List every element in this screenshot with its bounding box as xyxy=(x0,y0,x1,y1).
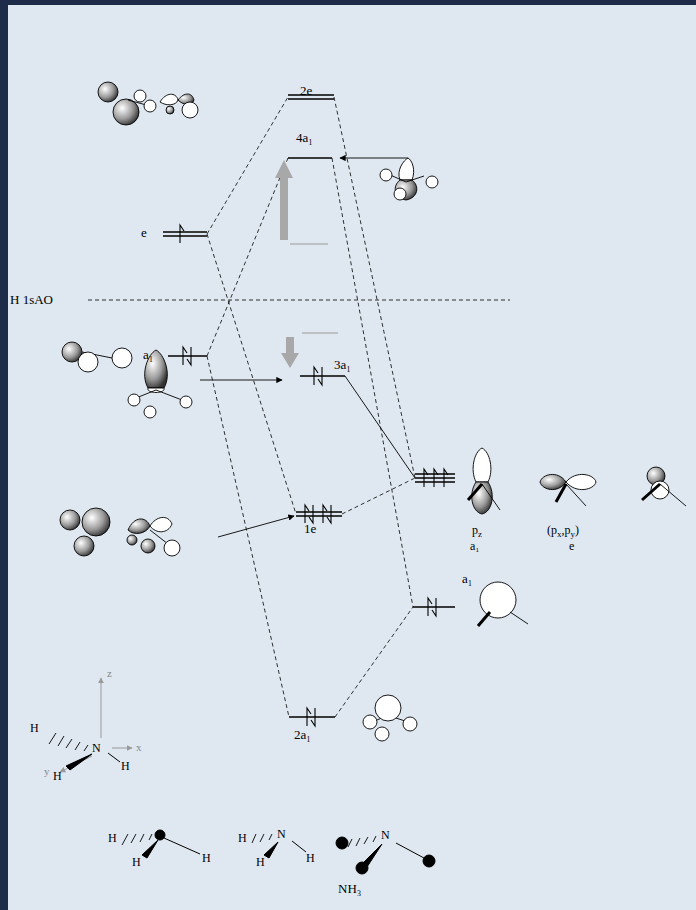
atom-label: H xyxy=(202,852,211,864)
atom-label: H xyxy=(30,722,39,734)
reference-label: H 1sAO xyxy=(10,293,53,306)
atom-label: H xyxy=(256,856,265,868)
atom-label: H xyxy=(306,852,315,864)
atom-label: H xyxy=(108,832,117,844)
atom-label: H xyxy=(121,760,130,772)
atom-label: H xyxy=(53,770,62,782)
level-label: a₁ xyxy=(143,348,153,361)
orbital-label: (p xyxy=(547,524,557,536)
atom-label: H xyxy=(238,832,247,844)
level-label: 4a₁ xyxy=(296,131,313,144)
level-label: e xyxy=(141,226,147,239)
symmetry-label: a₁ xyxy=(470,540,480,552)
level-label: 3a₁ xyxy=(334,358,351,371)
level-label: 1e xyxy=(304,522,316,535)
orbital-subscript: y xyxy=(571,530,576,539)
axis-label: x xyxy=(136,742,142,753)
symmetry-label: e xyxy=(569,540,574,552)
molecule-label: NH₃ xyxy=(338,882,361,895)
orbital-subscript: x xyxy=(557,530,562,539)
atom-label: N xyxy=(381,829,390,841)
orbital-subscript: z xyxy=(478,530,482,539)
orbital-label: ,p xyxy=(562,524,571,536)
atom-label: N xyxy=(277,828,286,840)
axis-label: z xyxy=(107,668,112,679)
atom-label: H xyxy=(132,856,141,868)
level-label: 2e xyxy=(300,84,312,97)
orbital-label: p xyxy=(472,524,478,536)
orbital-label: ) xyxy=(575,524,579,536)
level-label: a₁ xyxy=(462,572,472,585)
level-label: 2a₁ xyxy=(294,728,311,741)
axis-label: y xyxy=(44,766,50,777)
atom-label: N xyxy=(92,742,101,754)
